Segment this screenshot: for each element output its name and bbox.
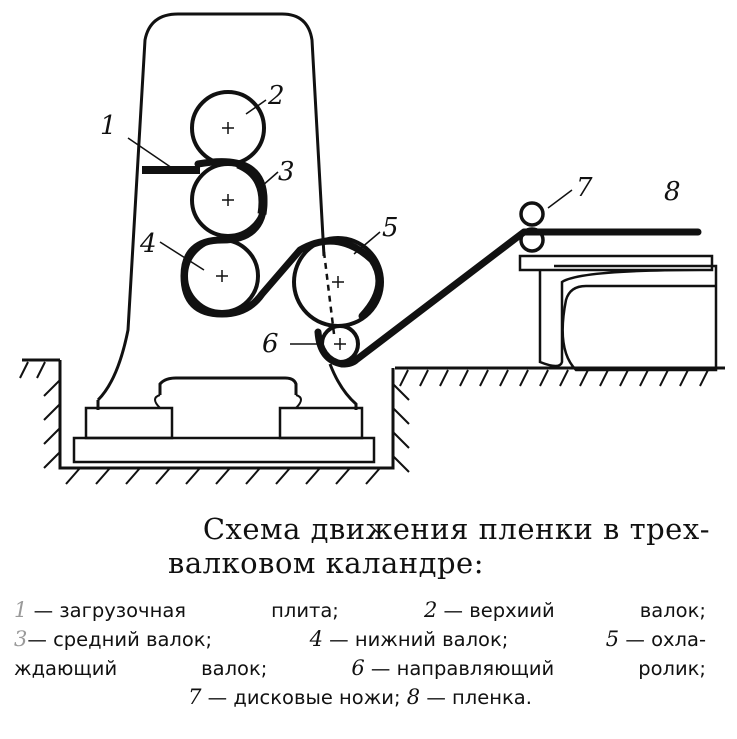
legend-row-2: 3— средний валок; 4 — нижний валок; 5 — … [14, 625, 706, 654]
foundation-pit [58, 360, 395, 470]
label-3: 3 [278, 157, 295, 187]
label-1: 1 [100, 111, 117, 141]
caption-title-line2: валковом каландре: [168, 546, 484, 580]
label-2: 2 [267, 81, 285, 111]
label-5: 5 [382, 213, 399, 243]
legend-word: плита; [271, 599, 339, 622]
frame-inner-arch [154, 394, 302, 409]
roll-axis-dashed [322, 251, 336, 335]
disc-knife-top [519, 201, 545, 227]
legend-item-7: 7 — дисковые ножи; [188, 685, 401, 709]
film-thick-wrap [236, 159, 268, 215]
label-7: 7 [576, 173, 593, 203]
right-pedestal [278, 406, 364, 440]
caption-title-line1: Схема движения пленки в трех- [202, 512, 710, 546]
legend-item-2: 2 — верхиий [423, 598, 555, 622]
loading-plate [142, 166, 200, 174]
legend-row-1: 1 — загрузочная плита; 2 — верхиий валок… [14, 596, 706, 625]
legend-word: валок; [639, 599, 706, 622]
calender-diagram: 1 2 3 4 5 6 7 8 [19, 12, 725, 485]
legend-row-3: ждающий валок; 6 — направляющий ролик; [14, 654, 706, 683]
leader-lines [127, 99, 573, 345]
ground-hatching [19, 361, 709, 387]
label-8: 8 [664, 177, 681, 207]
legend-item-6: 6 — направляющий [351, 656, 555, 680]
legend-word: валок; [201, 657, 268, 680]
label-6: 6 [262, 329, 279, 359]
legend-item-8: 8 — пленка. [406, 685, 532, 709]
legend-word: ролик; [638, 657, 706, 680]
receiving-table [518, 254, 714, 368]
legend-item-1: 1 — загрузочная [14, 598, 187, 622]
calender-frame [96, 12, 358, 410]
left-pedestal [84, 406, 174, 440]
legend: 1 — загрузочная плита; 2 — верхиий валок… [14, 596, 706, 712]
disc-knife-bottom [519, 227, 545, 253]
legend-item-4: 4 — нижний валок; [309, 627, 509, 651]
label-4: 4 [139, 229, 157, 259]
legend-item-3: 3— средний валок; [14, 627, 213, 651]
table-body [554, 264, 718, 372]
legend-row-4: 7 — дисковые ножи; 8 — пленка. [14, 683, 706, 712]
base-slab [72, 436, 376, 464]
roll-centers [216, 122, 346, 350]
ground-line [22, 358, 725, 370]
pit-hatching [43, 379, 410, 485]
legend-item-5: 5 — охла- [605, 627, 706, 651]
caption-title: Схема движения пленки в трех- валковом к… [130, 512, 710, 580]
legend-word: ждающий [14, 657, 118, 680]
